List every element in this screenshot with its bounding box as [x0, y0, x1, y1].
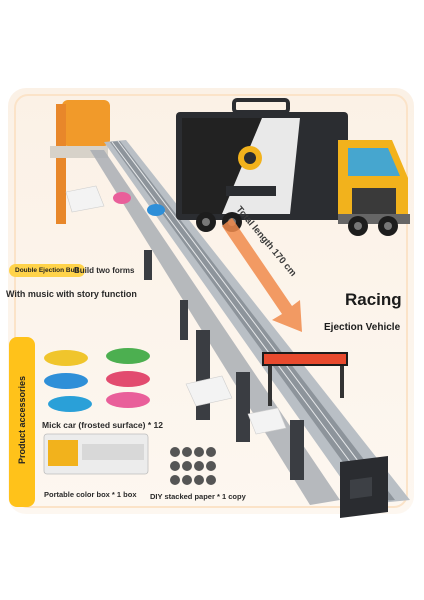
race-gate [262, 352, 348, 406]
base-papers [65, 185, 287, 435]
diy-paper-label: DIY stacked paper * 1 copy [150, 492, 246, 501]
mick-car-label: Mick car (frosted surface) * 12 [42, 420, 163, 430]
finish-box [340, 456, 388, 518]
accessory-cars [44, 348, 150, 412]
ejection-vehicle-title: Ejection Vehicle [324, 322, 401, 333]
semi-truck [176, 98, 410, 236]
panel-border [14, 94, 408, 508]
racing-title: Racing [345, 290, 402, 309]
product-accessories-label: Product accessories [17, 375, 27, 465]
portable-box-label: Portable color box * 1 box [44, 490, 137, 499]
color-box [43, 433, 149, 475]
track-cars [113, 192, 165, 216]
build-two-forms-label: Build two forms [74, 266, 135, 275]
length-arrow [222, 218, 302, 332]
diy-paper [170, 447, 216, 485]
product-accessories-tab: Product accessories [9, 337, 35, 507]
double-ejection-badge: Double Ejection Butt [9, 264, 85, 277]
music-story-label: With music with story function [6, 289, 137, 299]
